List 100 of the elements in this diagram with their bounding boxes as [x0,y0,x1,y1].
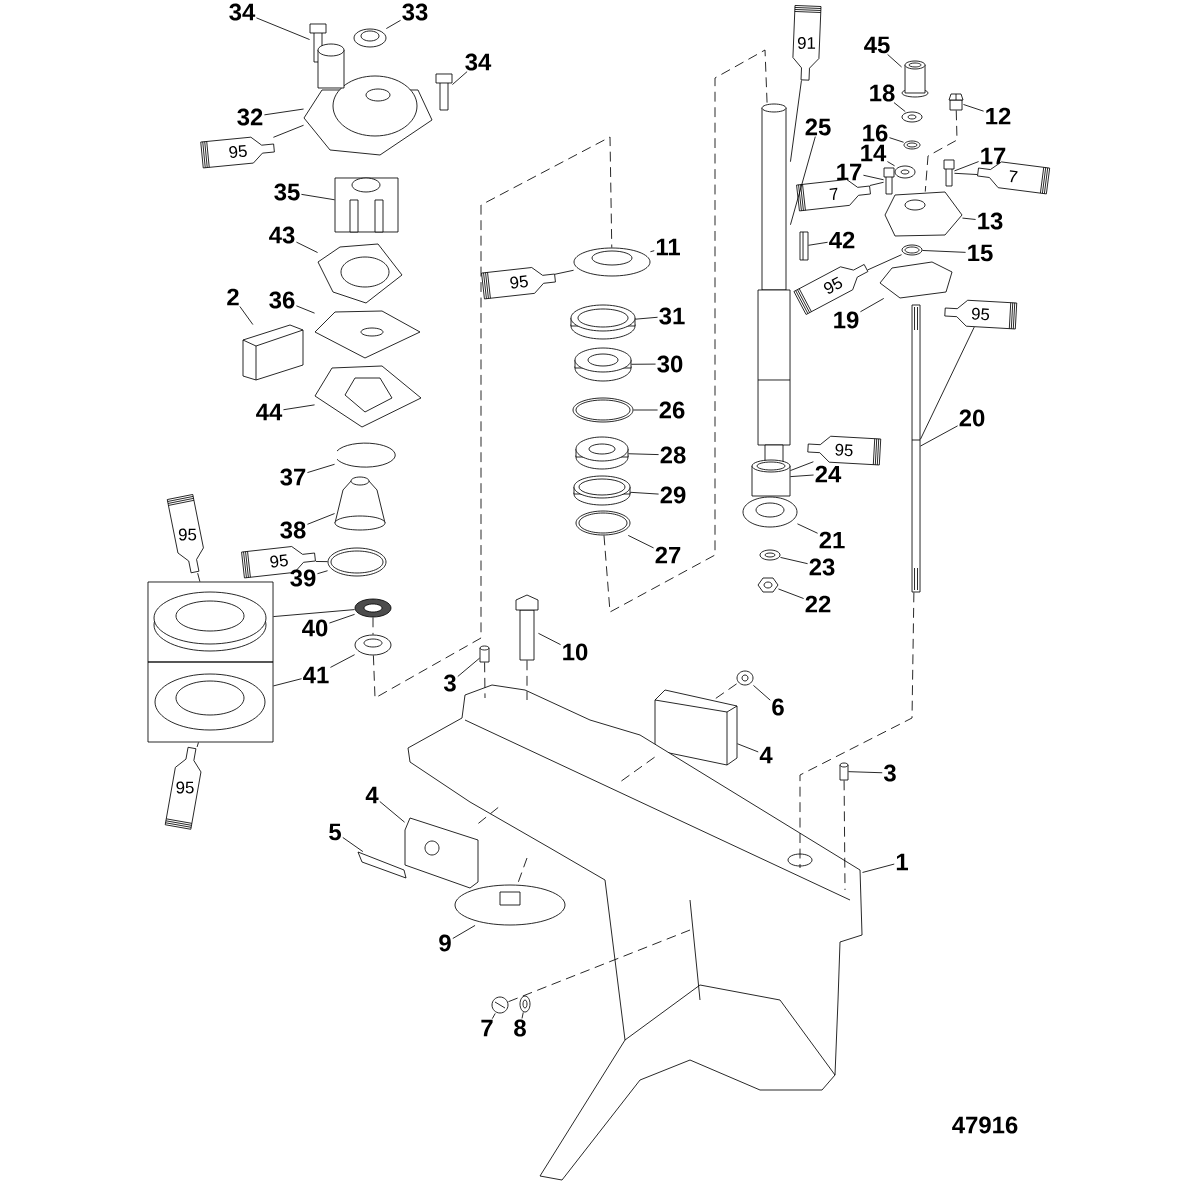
seal [354,634,392,656]
pump-base [884,191,963,237]
anode [654,689,738,766]
leader-line [790,80,802,163]
callout-number: 14 [861,144,887,162]
leader-line [457,657,480,677]
leader-line [862,863,895,873]
shaft [911,304,921,593]
leader-line [296,241,318,253]
callout-number: 22 [805,595,831,613]
callout-number: 31 [659,307,685,325]
trim-tab [454,884,566,926]
gasket [314,365,422,428]
pump-cover [303,43,433,156]
leader-line [635,316,658,320]
alignment-line [603,49,768,613]
gasket [317,243,403,304]
drive-shaft [757,103,791,463]
callout-number: 40 [302,619,328,637]
leader-line [256,17,310,40]
bearing-cup [570,304,636,340]
callout-number: 38 [280,521,306,539]
leader-line [452,925,476,939]
leader-line [627,535,654,549]
callout-number: 17 [837,163,862,181]
leader-line [860,298,885,313]
o-ring [901,244,923,256]
leader-line [778,588,804,599]
bolt [883,167,895,195]
callout-number: 10 [563,643,588,661]
gasket [879,261,953,299]
leader-line [264,108,304,116]
sealant-tube: 91 [792,5,822,81]
retainer-ring [573,247,651,277]
alignment-line [508,929,691,1003]
leader-line [521,1012,524,1019]
leader-line [272,124,304,138]
bearing [742,496,798,528]
o-ring [575,510,631,536]
leader-line [307,513,335,525]
callout-number: 9 [439,934,451,952]
callout-number: 1 [896,853,908,871]
leader-line [790,461,814,471]
callout-number: 15 [968,244,993,262]
alignment-line [711,683,737,702]
callout-number: 27 [655,546,681,564]
leader-line [954,161,979,172]
leader-line [963,104,984,112]
bushing [901,60,929,98]
leader-line [330,654,355,668]
callout-number: 20 [959,409,985,427]
shim [572,397,634,423]
pin [479,645,490,663]
alignment-line [484,662,486,699]
leader-line [239,306,254,325]
bolt [357,851,407,879]
callout-number: 32 [237,108,263,126]
leader-line [317,570,328,575]
callout-number: 3 [443,674,456,692]
leader-line [538,632,561,646]
callout-number: 42 [829,231,855,249]
grommet [353,28,387,48]
callout-number: 12 [986,107,1011,125]
leader-line [196,742,199,748]
inset-box [147,581,274,663]
plate [314,310,421,359]
alignment-line [372,617,374,635]
bolt [943,159,955,187]
nut [736,670,754,686]
callout-number: 26 [659,401,685,419]
leader-line [797,523,818,534]
leader-line [554,269,574,275]
leader-line [920,425,958,447]
alignment-line [478,805,501,824]
pin [839,762,849,781]
callout-number: 4 [365,786,379,804]
fitting [948,93,964,111]
leader-line [296,305,315,314]
bolt [435,73,453,111]
sealant-tube: 95 [200,136,275,169]
leader-line [893,102,906,112]
leader-line [863,174,884,181]
callout-number: 11 [656,238,680,256]
leader-line [273,678,302,687]
callout-number: 13 [978,212,1003,230]
sleeve [751,459,791,497]
leader-line [650,250,655,253]
leader-line [630,491,659,495]
leader-line [780,557,808,565]
leader-line [889,137,904,143]
callout-number: 44 [256,403,283,421]
leader-line [869,181,884,186]
callout-number: 7 [481,1019,493,1037]
leader-line [491,1013,496,1020]
sealant-tube: 95 [164,746,202,830]
callout-number: 16 [863,124,888,142]
leader-line [342,837,364,852]
leader-line [283,404,315,411]
alignment-line [799,592,915,869]
leader-line [887,54,902,68]
